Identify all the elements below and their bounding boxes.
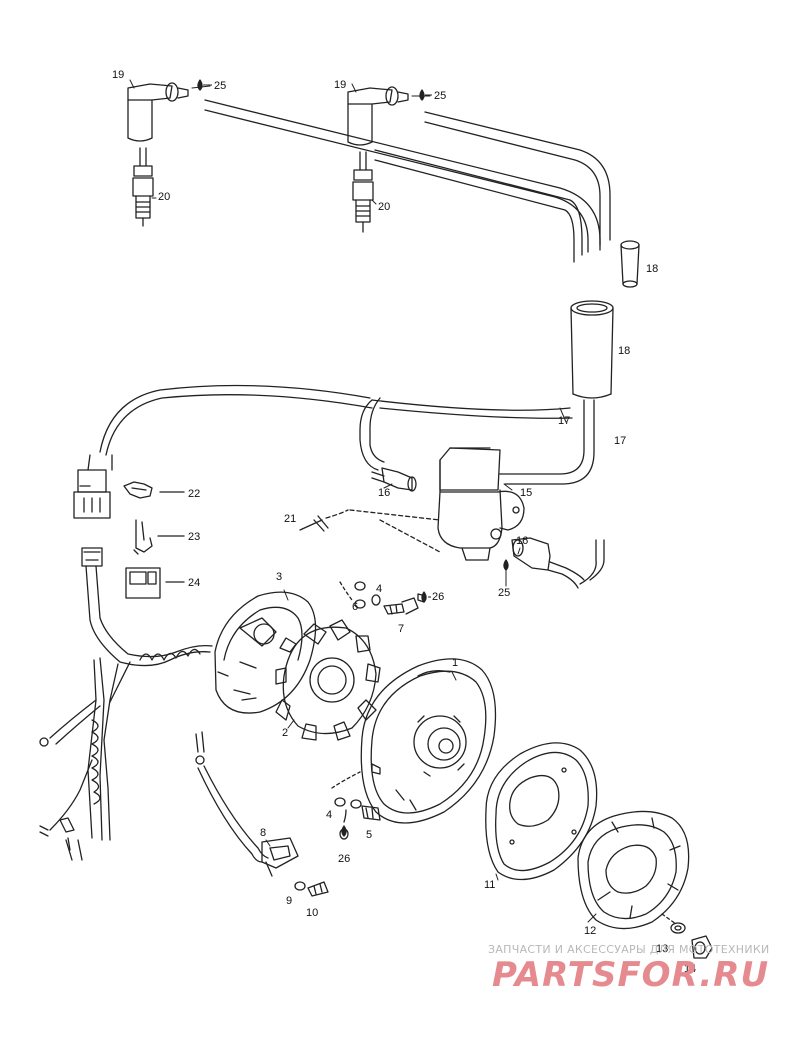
callout-7: 7: [398, 623, 404, 635]
main-harness-wire: [87, 384, 373, 471]
callout-17b: 17: [614, 435, 626, 447]
callout-25a: 25: [214, 80, 226, 92]
callout-18a: 18: [646, 263, 658, 275]
callout-23: 23: [188, 531, 200, 543]
starter-pulley: [577, 810, 690, 930]
coil-boot-lower: [511, 537, 605, 589]
callout-26a: 26: [432, 591, 444, 603]
ignition-wire-1: [204, 99, 601, 253]
callout-19a: 19: [112, 69, 124, 81]
callout-10: 10: [306, 907, 318, 919]
callout-18b: 18: [618, 345, 630, 357]
callout-17a: 17: [558, 415, 570, 427]
coil-mounting-bolt: [299, 509, 441, 553]
callout-26b: 26: [338, 853, 350, 865]
spark-plug-cap-right: [347, 86, 409, 146]
ignition-wire-2: [424, 111, 611, 246]
ignition-coil: [437, 447, 525, 561]
coil-boot-upper: [371, 467, 417, 492]
callout-12: 12: [584, 925, 596, 937]
callout-24: 24: [188, 577, 200, 589]
callout-5: 5: [366, 829, 372, 841]
callout-21: 21: [284, 513, 296, 525]
ignition-wire-3: [374, 149, 583, 263]
callout-labels: 1 2 3 4 4 5 6 7 8 9 10 11 12 13 14 15 16…: [112, 69, 696, 975]
callout-4b: 4: [326, 809, 332, 821]
callout-25b: 25: [434, 90, 446, 102]
flywheel-fasteners-lower: [331, 771, 381, 840]
lower-wiring-harness: [39, 547, 213, 861]
callout-13: 13: [656, 943, 668, 955]
callout-1: 1: [452, 657, 458, 669]
callout-15: 15: [520, 487, 532, 499]
spark-plug-left: [132, 147, 154, 227]
callout-4a: 4: [376, 583, 382, 595]
callout-leaders: [129, 79, 597, 923]
callout-8: 8: [260, 827, 266, 839]
callout-3: 3: [276, 571, 282, 583]
callout-22: 22: [188, 488, 200, 500]
callout-14: 14: [684, 963, 696, 975]
sealant-drop-icons: [197, 79, 509, 837]
stator-fasteners-upper: [339, 581, 427, 615]
spark-plug-cap-left: [127, 82, 189, 142]
starter-fasteners: [661, 913, 713, 959]
ring-gear-cover: [485, 742, 598, 881]
wire-sleeve-large: [570, 300, 614, 399]
callout-16b: 16: [516, 535, 528, 547]
stator-coil: [275, 619, 381, 741]
flywheel: [360, 658, 497, 824]
callout-6: 6: [352, 601, 358, 613]
stator-plate: [214, 591, 317, 714]
callout-25c: 25: [498, 587, 510, 599]
callout-16a: 16: [378, 487, 390, 499]
callout-9: 9: [286, 895, 292, 907]
callout-20a: 20: [158, 191, 170, 203]
pickup-coil: [195, 731, 299, 877]
callout-2: 2: [282, 727, 288, 739]
pickup-fasteners: [294, 881, 329, 897]
connector-housing-24: [125, 567, 185, 599]
watermark-tagline: ЗАПЧАСТИ И АКСЕССУАРЫ ДЛЯ МОТОТЕХНИКИ: [488, 943, 770, 956]
wire-sleeve-small: [620, 240, 640, 288]
spark-plug-right: [352, 151, 374, 233]
watermark-logo: PARTSFOR.RU: [492, 955, 770, 995]
harness-connector-upper: [73, 469, 111, 519]
callout-20b: 20: [378, 201, 390, 213]
callout-11: 11: [484, 879, 495, 891]
terminal-22: [123, 481, 185, 499]
callout-19b: 19: [334, 79, 346, 91]
callout-dashes: [203, 84, 432, 598]
clip-23: [133, 519, 185, 555]
